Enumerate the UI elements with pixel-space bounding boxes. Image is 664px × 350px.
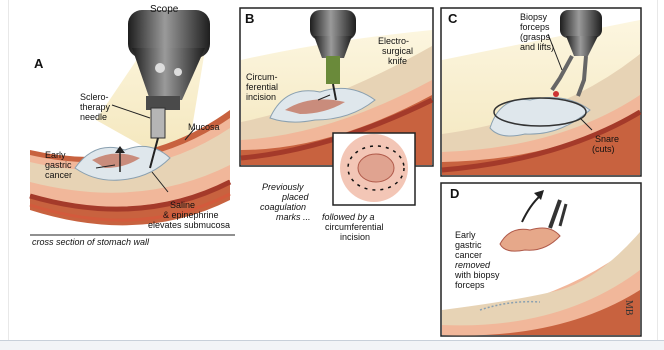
panel-d-letter: D — [450, 186, 459, 201]
panel-b-letter: B — [245, 11, 254, 26]
svg-text:Circum- ferential inci: Circum- ferential incision — [246, 72, 281, 102]
forceps-label-2: forceps — [520, 22, 550, 32]
svg-text:Biopsy forceps (grasps: Biopsy forceps (grasps and lifts) — [520, 12, 554, 52]
saline-label-1: Saline — [170, 200, 195, 210]
removed-label-1: Early — [455, 230, 476, 240]
snare-label-1: Snare — [595, 134, 619, 144]
removed-label-2: gastric — [455, 240, 482, 250]
artist-signature: MB — [623, 300, 634, 316]
cancer-label-3: cancer — [45, 170, 72, 180]
followed-label-1: followed by a — [322, 212, 375, 222]
knife-label-1: Electro- — [378, 36, 409, 46]
removed-label-4: removed — [455, 260, 491, 270]
svg-text:Previously placed coag: Previously placed coagulation marks ... — [260, 182, 311, 222]
marks-label-2: placed — [281, 192, 310, 202]
scope-label: Scope — [150, 4, 179, 15]
saline-label-2: & epinephrine — [163, 210, 219, 220]
marks-label-4: marks ... — [276, 212, 311, 222]
incision-label-3: incision — [246, 92, 276, 102]
panel-a-letter: A — [34, 56, 44, 71]
removed-label-5: with biopsy — [454, 270, 500, 280]
needle-label-1: Sclero- — [80, 92, 109, 102]
knife-label-2: surgical — [382, 46, 413, 56]
panel-c-letter: C — [448, 11, 458, 26]
needle-label-2: therapy — [80, 102, 111, 112]
coagulation-inset — [333, 133, 415, 205]
incision-label-1: Circum- — [246, 72, 278, 82]
cancer-label-2: gastric — [45, 160, 72, 170]
svg-text:followed by a circumferent: followed by a circumferential incision — [322, 212, 386, 242]
marks-label-3: coagulation — [260, 202, 306, 212]
forceps-label-3: (grasps — [520, 32, 551, 42]
forceps-label-4: and lifts) — [520, 42, 554, 52]
sclerotherapy-needle — [151, 108, 165, 138]
needle-label-3: needle — [80, 112, 107, 122]
mucosa-label: Mucosa — [188, 122, 220, 132]
followed-label-3: incision — [340, 232, 370, 242]
forceps-label-1: Biopsy — [520, 12, 548, 22]
removed-label-6: forceps — [455, 280, 485, 290]
biopsy-forceps — [560, 10, 602, 38]
removed-label-3: cancer — [455, 250, 482, 260]
electrosurgical-knife — [310, 10, 356, 40]
marks-label-1: Previously — [262, 182, 304, 192]
snare-label-2: (cuts) — [592, 144, 615, 154]
cross-section-caption: cross section of stomach wall — [32, 237, 150, 247]
cancer-label-1: Early — [45, 150, 66, 160]
incision-label-2: ferential — [246, 82, 278, 92]
followed-label-2: circumferential — [325, 222, 384, 232]
svg-text:Early gastric cancer: Early gastric cancer — [45, 150, 74, 180]
knife-label-3: knife — [388, 56, 407, 66]
saline-label-3: elevates submucosa — [148, 220, 230, 230]
